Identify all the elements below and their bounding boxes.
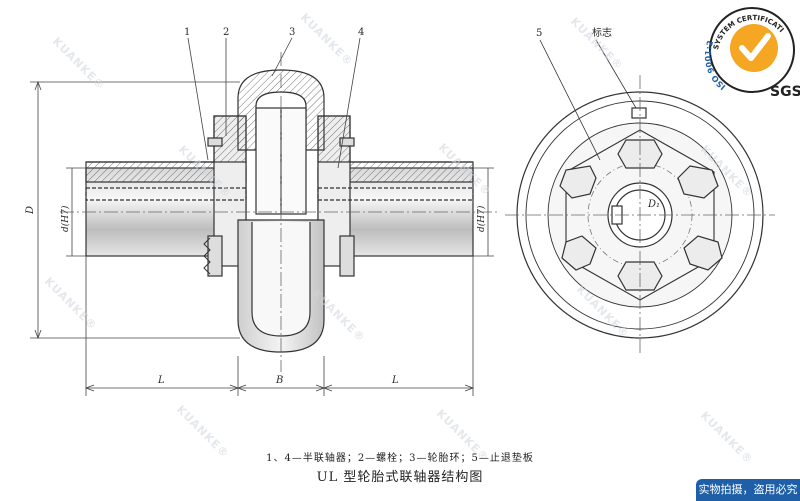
dim-hub-bore-right: d(H7) (476, 205, 487, 232)
bolt-head-upper-left (559, 165, 597, 199)
check-icon (739, 33, 771, 61)
watermark-7: KUANKE® (42, 275, 100, 333)
part-label-2: 2 (223, 27, 229, 38)
end-view-labels: 5 标志 D₁ (536, 26, 660, 210)
tire-ring-top (237, 69, 325, 151)
figure-title: UL 型轮胎式联轴器结构图 (316, 470, 484, 485)
bolt-upper-right (339, 137, 355, 147)
watermark-2: KUANKE® (298, 11, 356, 69)
dim-overall-diameter: D (25, 206, 36, 215)
dim-hub-length-left: L (157, 375, 165, 386)
bolt-head-lower-left (561, 235, 597, 271)
dim-end-view-diameter: D₁ (647, 199, 660, 210)
watermark-1: KUANKE® (50, 35, 108, 93)
mark-label: 标志 (592, 26, 612, 39)
part-label-1: 1 (184, 27, 190, 38)
bolt-lower-left (207, 235, 223, 277)
iso-certification-badge: SYSTEM CERTIFICATION ISO 9001:2000 SGS (700, 0, 800, 100)
dim-hub-bore-left: d(H7) (60, 205, 71, 232)
section-labels: 1 2 3 4 D d(H7) d(H7) L B L (25, 27, 487, 386)
dim-gap-width: B (275, 375, 283, 386)
badge-accent-circle (730, 24, 778, 72)
bolt-upper-left (207, 137, 223, 147)
copyright-banner: 实物拍摄，盗用必究 (696, 479, 800, 501)
part-label-5: 5 (536, 28, 542, 39)
part-label-4: 4 (358, 27, 364, 38)
parts-legend: 1、4—半联轴器；2—螺栓；3—轮胎环；5—止退垫板 (266, 453, 534, 464)
bolt-lower-right (339, 235, 355, 277)
bolt-head-upper-right (677, 165, 719, 199)
part-label-3: 3 (289, 27, 295, 38)
dimension-lines (30, 37, 494, 396)
mark-square (631, 107, 647, 119)
section-view (60, 52, 500, 372)
bolt-head-lower-right (683, 235, 723, 271)
dim-hub-length-right: L (391, 375, 399, 386)
end-view (505, 39, 775, 355)
badge-mark-text: SGS (770, 84, 800, 100)
watermark-3: KUANKE® (568, 15, 626, 73)
